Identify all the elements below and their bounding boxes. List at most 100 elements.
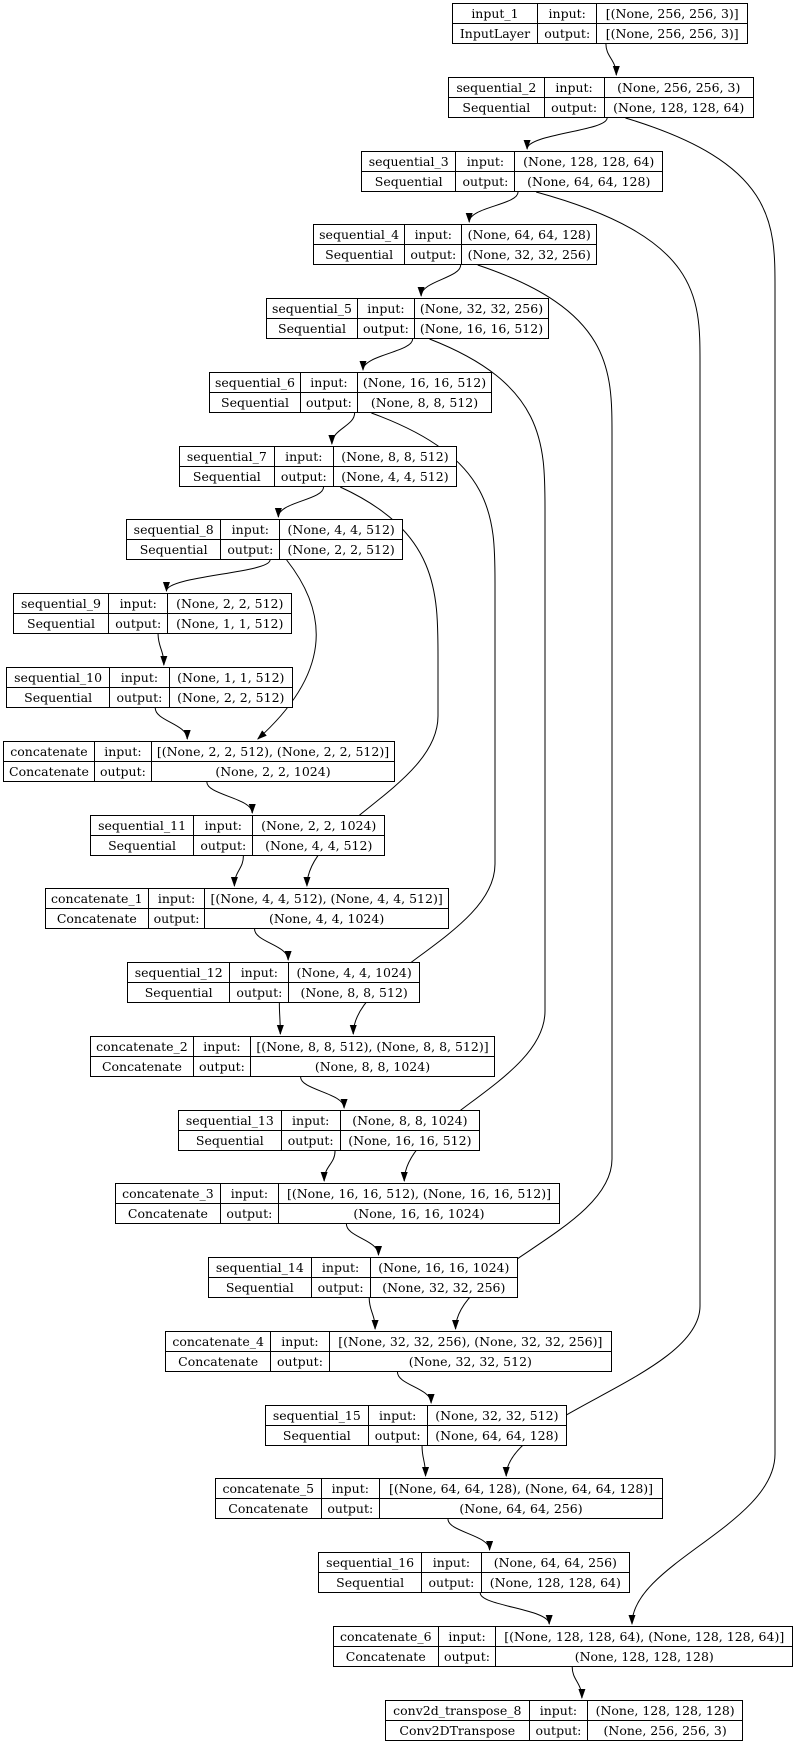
output-shape: (None, 64, 64, 128) <box>514 171 663 192</box>
layer-record-table: sequential_15 input: (None, 32, 32, 512)… <box>265 1405 568 1446</box>
input-label: input: <box>310 1257 371 1278</box>
input-shape: [(None, 128, 128, 64), (None, 128, 128, … <box>495 1626 793 1647</box>
layer-type: Concatenate <box>90 1056 194 1077</box>
output-label: output: <box>320 1498 381 1519</box>
layer-name: input_1 <box>452 3 538 24</box>
layer-record-table: sequential_7 input: (None, 8, 8, 512) Se… <box>179 446 458 487</box>
input-shape: (None, 2, 2, 1024) <box>252 815 385 836</box>
layer-record-table: sequential_9 input: (None, 2, 2, 512) Se… <box>12 593 292 634</box>
edge-sequential_8-to-sequential_9 <box>163 559 271 592</box>
output-label: output: <box>536 23 598 44</box>
layer-type: Sequential <box>5 687 111 708</box>
layer-record-table: sequential_13 input: (None, 8, 8, 1024) … <box>178 1110 481 1151</box>
input-label: input: <box>219 1183 279 1204</box>
edge-concatenate_3-to-sequential_14 <box>345 1223 382 1256</box>
layer-node-sequential_12: sequential_12 input: (None, 4, 4, 1024) … <box>126 962 420 1003</box>
layer-name: sequential_3 <box>360 151 457 172</box>
output-label: output: <box>367 1425 428 1446</box>
output-label: output: <box>300 392 358 413</box>
output-label: output: <box>219 1203 279 1224</box>
layer-type: Sequential <box>178 1130 282 1151</box>
input-label: input: <box>543 77 605 98</box>
layer-name: sequential_9 <box>12 593 110 614</box>
layer-node-sequential_3: sequential_3 input: (None, 128, 128, 64)… <box>360 151 663 192</box>
edge-concatenate_4-to-sequential_15 <box>396 1371 435 1404</box>
layer-type: Sequential <box>126 982 231 1003</box>
output-shape: (None, 16, 16, 512) <box>339 1130 481 1151</box>
input-label: input: <box>280 1110 341 1131</box>
input-label: input: <box>229 962 290 983</box>
layer-record-table: sequential_10 input: (None, 1, 1, 512) S… <box>5 667 294 708</box>
layer-record-table: sequential_3 input: (None, 128, 128, 64)… <box>360 151 663 192</box>
layer-node-sequential_8: sequential_8 input: (None, 4, 4, 512) Se… <box>125 519 403 560</box>
layer-name: sequential_13 <box>178 1110 282 1131</box>
input-label: input: <box>220 519 281 540</box>
layer-type: Conv2DTranspose <box>385 1720 530 1741</box>
edge-sequential_16-to-concatenate_6 <box>479 1592 553 1625</box>
layer-node-sequential_4: sequential_4 input: (None, 64, 64, 128) … <box>312 224 597 265</box>
input-label: input: <box>93 741 152 762</box>
input-shape: (None, 128, 128, 128) <box>587 1700 743 1721</box>
layer-node-concatenate: concatenate input: [(None, 2, 2, 512), (… <box>3 741 396 782</box>
output-label: output: <box>229 982 290 1003</box>
layer-node-input_1: input_1 input: [(None, 256, 256, 3)] Inp… <box>452 3 748 44</box>
layer-name: sequential_4 <box>312 224 406 245</box>
layer-type: Concatenate <box>115 1203 221 1224</box>
layer-name: sequential_8 <box>125 519 222 540</box>
input-shape: (None, 2, 2, 512) <box>167 593 292 614</box>
input-label: input: <box>273 446 334 467</box>
layer-record-table: sequential_2 input: (None, 256, 256, 3) … <box>448 77 754 118</box>
input-label: input: <box>193 815 254 836</box>
input-label: input: <box>108 593 169 614</box>
layer-record-table: sequential_11 input: (None, 2, 2, 1024) … <box>89 815 385 856</box>
layer-type: Sequential <box>317 1572 423 1593</box>
input-shape: (None, 8, 8, 1024) <box>339 1110 481 1131</box>
layer-node-sequential_2: sequential_2 input: (None, 256, 256, 3) … <box>448 77 754 118</box>
input-label: input: <box>437 1626 497 1647</box>
layer-name: concatenate_6 <box>333 1626 439 1647</box>
layer-node-concatenate_3: concatenate_3 input: [(None, 16, 16, 512… <box>115 1183 561 1224</box>
layer-node-concatenate_4: concatenate_4 input: [(None, 32, 32, 256… <box>164 1331 613 1372</box>
input-shape: (None, 4, 4, 512) <box>279 519 403 540</box>
layer-name: concatenate <box>3 741 95 762</box>
output-shape: [(None, 256, 256, 3)] <box>596 23 748 44</box>
edge-concatenate_2-to-sequential_13 <box>300 1076 348 1109</box>
output-shape: (None, 32, 32, 256) <box>369 1277 519 1298</box>
layer-type: Concatenate <box>333 1646 439 1667</box>
input-label: input: <box>109 667 170 688</box>
layer-name: concatenate_1 <box>45 888 149 909</box>
input-shape: (None, 64, 64, 256) <box>480 1552 631 1573</box>
layer-node-sequential_10: sequential_10 input: (None, 1, 1, 512) S… <box>5 667 294 708</box>
layer-name: sequential_14 <box>208 1257 312 1278</box>
input-shape: (None, 8, 8, 512) <box>332 446 458 467</box>
output-label: output: <box>310 1277 371 1298</box>
layer-name: concatenate_4 <box>164 1331 272 1352</box>
input-shape: (None, 256, 256, 3) <box>603 77 754 98</box>
layer-node-sequential_9: sequential_9 input: (None, 2, 2, 512) Se… <box>12 593 292 634</box>
layer-type: Sequential <box>209 392 301 413</box>
edge-sequential_3-to-concatenate_5 <box>502 191 701 1477</box>
layer-name: concatenate_5 <box>215 1478 322 1499</box>
layer-record-table: concatenate_2 input: [(None, 8, 8, 512),… <box>90 1036 496 1077</box>
layer-type: Sequential <box>312 244 406 265</box>
input-shape: [(None, 8, 8, 512), (None, 8, 8, 512)] <box>249 1036 496 1057</box>
input-shape: (None, 128, 128, 64) <box>514 151 663 172</box>
layer-node-sequential_7: sequential_7 input: (None, 8, 8, 512) Se… <box>179 446 458 487</box>
output-shape: (None, 4, 4, 512) <box>332 466 458 487</box>
output-shape: (None, 128, 128, 128) <box>495 1646 793 1667</box>
input-shape: [(None, 64, 64, 128), (None, 64, 64, 128… <box>379 1478 663 1499</box>
layer-record-table: sequential_12 input: (None, 4, 4, 1024) … <box>126 962 420 1003</box>
layer-record-table: sequential_4 input: (None, 64, 64, 128) … <box>312 224 597 265</box>
layer-record-table: sequential_6 input: (None, 16, 16, 512) … <box>209 372 493 413</box>
input-label: input: <box>421 1552 482 1573</box>
output-shape: (None, 2, 2, 512) <box>279 539 403 560</box>
input-label: input: <box>192 1036 251 1057</box>
output-label: output: <box>109 687 170 708</box>
edge-sequential_3-to-sequential_4 <box>465 191 519 223</box>
layer-node-concatenate_2: concatenate_2 input: [(None, 8, 8, 512),… <box>90 1036 496 1077</box>
output-label: output: <box>357 318 415 339</box>
layer-type: Sequential <box>179 466 275 487</box>
layer-type: Sequential <box>208 1277 312 1298</box>
layer-name: sequential_12 <box>126 962 231 983</box>
